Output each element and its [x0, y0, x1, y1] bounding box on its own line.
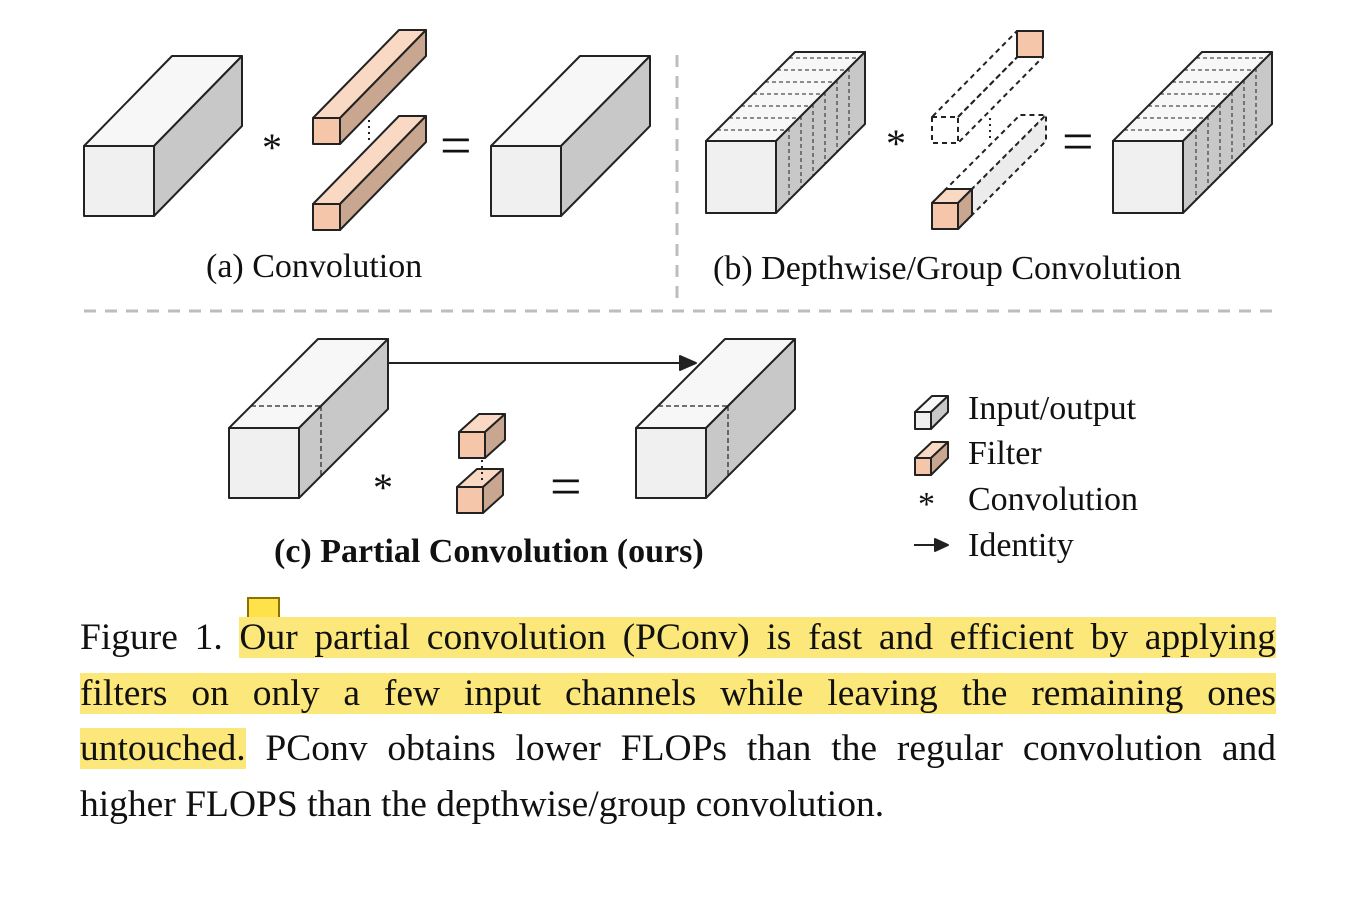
panel-a-input-block [83, 55, 243, 217]
panel-a-filter-bottom [312, 115, 427, 231]
panel-a-label: (a) Convolution [206, 248, 423, 285]
caption-rest-text: PConv obtains lower FLOPs than the regul… [80, 728, 1276, 825]
caption-prefix: Figure 1. [80, 617, 223, 658]
legend-filter-label: Filter [968, 435, 1042, 472]
legend-input-output-label: Input/output [968, 390, 1137, 427]
identity-arrow-icon [914, 538, 949, 552]
panel-c-conv-symbol: * [373, 465, 393, 510]
panel-c-output-block [635, 338, 796, 499]
legend-identity-label: Identity [968, 527, 1074, 564]
panel-b-input-block [705, 51, 866, 214]
panel-b-label: (b) Depthwise/Group Convolution [713, 250, 1182, 287]
panel-b-filter-column-bottom [931, 114, 1047, 230]
panel-a-equals-symbol: = [440, 115, 472, 177]
panel-c-equals-symbol: = [550, 456, 582, 518]
panel-b-conv-symbol: * [886, 121, 906, 166]
panel-c-identity-arrow [388, 355, 697, 371]
filter-cube-icon [914, 441, 949, 476]
figure-caption: Figure 1. Our partial convolution (PConv… [80, 610, 1276, 832]
panel-c-label: (c) Partial Convolution (ours) [274, 533, 704, 570]
panel-b-equals-symbol: = [1062, 111, 1094, 173]
legend-convolution-label: Convolution [968, 481, 1139, 518]
panel-a-output-block [490, 55, 651, 217]
panel-a-conv-symbol: * [262, 125, 282, 170]
panel-b-filter-column-top [931, 30, 1044, 144]
panel-a-filter-top [312, 29, 427, 145]
panel-c-input-block [228, 338, 389, 499]
input-output-cube-icon [914, 395, 949, 430]
panel-c-filter-top [458, 413, 506, 459]
panel-c-filter-bottom [456, 468, 504, 514]
convolution-star-icon: * [918, 486, 935, 523]
panel-b-output-block [1112, 51, 1273, 214]
figure-diagram [83, 29, 1273, 552]
